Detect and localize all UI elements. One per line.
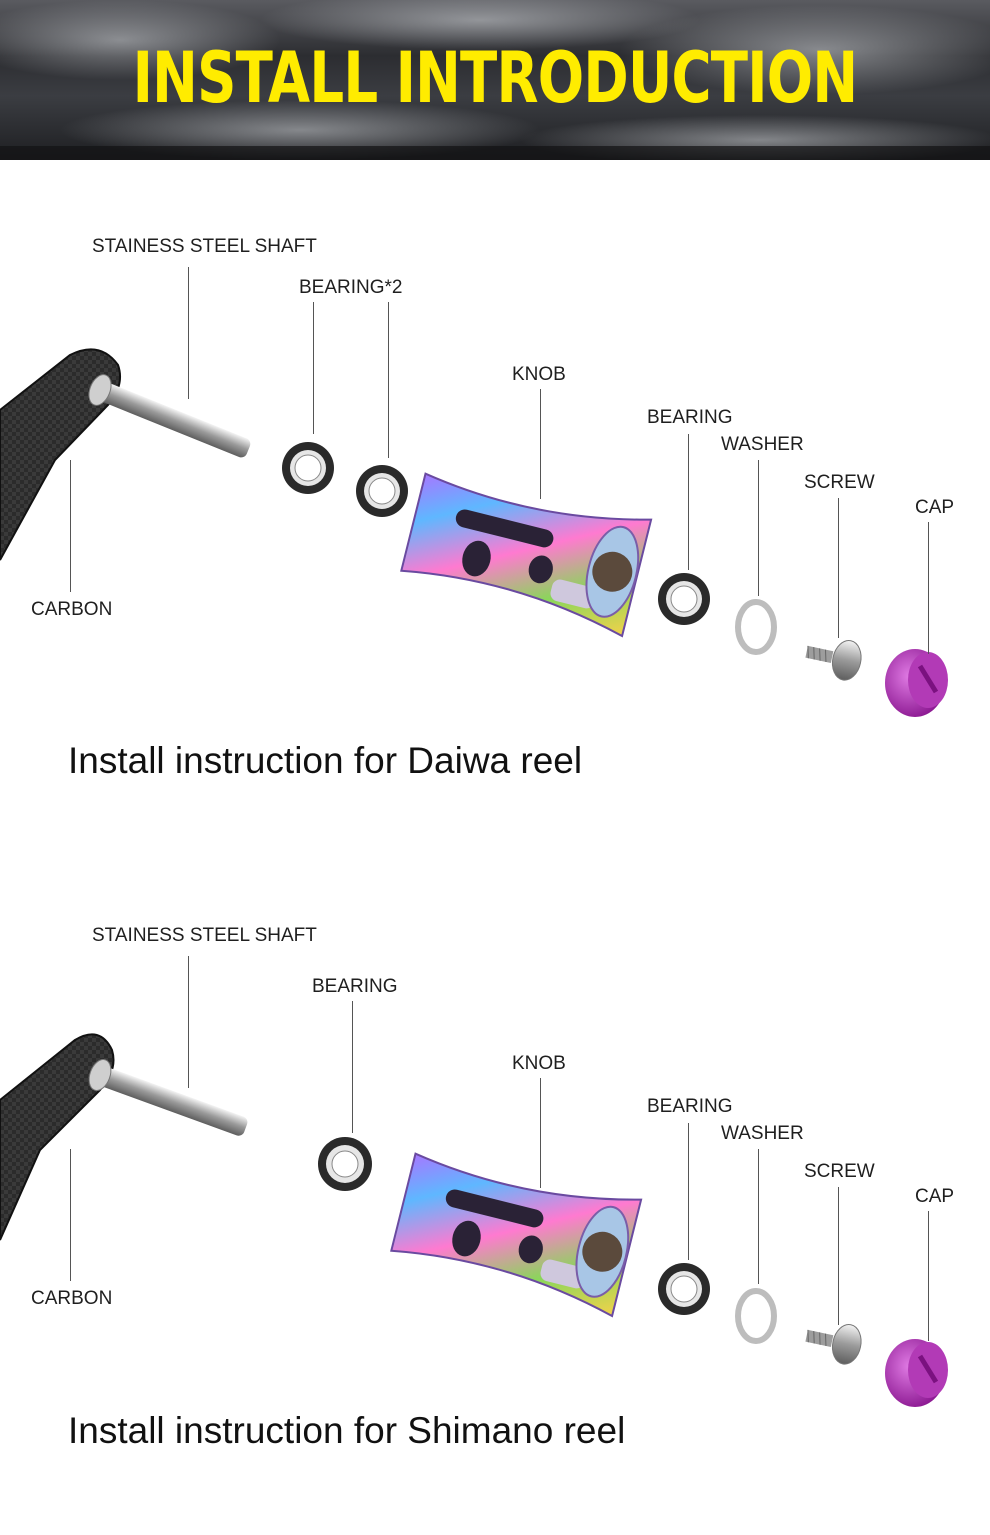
leader-screw — [838, 498, 839, 638]
leader-bearing-1 — [313, 302, 314, 434]
page-title: INSTALL INTRODUCTION — [132, 37, 858, 119]
label-washer: WASHER — [721, 1123, 804, 1144]
header-banner: INSTALL INTRODUCTION — [0, 0, 990, 160]
label-carbon: CARBON — [31, 599, 113, 620]
label-knob: KNOB — [512, 364, 566, 385]
label-screw: SCREW — [804, 472, 875, 493]
label-carbon: CARBON — [31, 1288, 113, 1309]
label-cap: CAP — [915, 497, 955, 518]
label-cap: CAP — [915, 1186, 955, 1207]
leader-carbon — [70, 1149, 71, 1281]
shimano-parts-illustration — [0, 1033, 948, 1407]
leader-washer — [758, 460, 759, 596]
shimano-diagram: STAINESS STEEL SHAFT BEARING KNOB BEARIN… — [0, 850, 990, 1470]
label-shaft: STAINESS STEEL SHAFT — [92, 236, 317, 257]
leader-knob — [540, 1078, 541, 1188]
leader-cap — [928, 1211, 929, 1341]
label-washer: WASHER — [721, 434, 804, 455]
leader-shaft — [188, 267, 189, 399]
leader-cap — [928, 522, 929, 654]
leader-bearing — [688, 434, 689, 570]
label-bearing: BEARING — [647, 407, 733, 428]
daiwa-diagram: STAINESS STEEL SHAFT BEARING*2 KNOB BEAR… — [0, 160, 990, 781]
label-bearing: BEARING — [647, 1096, 733, 1117]
label-shaft: STAINESS STEEL SHAFT — [92, 925, 317, 946]
leader-screw — [838, 1187, 839, 1325]
leader-carbon — [70, 460, 71, 592]
label-bearing-single: BEARING — [312, 976, 398, 997]
label-knob: KNOB — [512, 1053, 566, 1074]
leader-washer — [758, 1149, 759, 1284]
leader-bearing-2 — [388, 302, 389, 458]
leader-knob — [540, 389, 541, 499]
label-screw: SCREW — [804, 1161, 875, 1182]
shimano-caption: Install instruction for Shimano reel — [68, 1410, 626, 1451]
daiwa-parts-illustration — [0, 348, 948, 717]
label-bearing-pair: BEARING*2 — [299, 277, 403, 298]
water-background — [0, 0, 990, 160]
daiwa-caption: Install instruction for Daiwa reel — [68, 740, 583, 781]
leader-bearing — [688, 1123, 689, 1260]
leader-shaft — [188, 956, 189, 1088]
leader-bearing-single — [352, 1001, 353, 1133]
